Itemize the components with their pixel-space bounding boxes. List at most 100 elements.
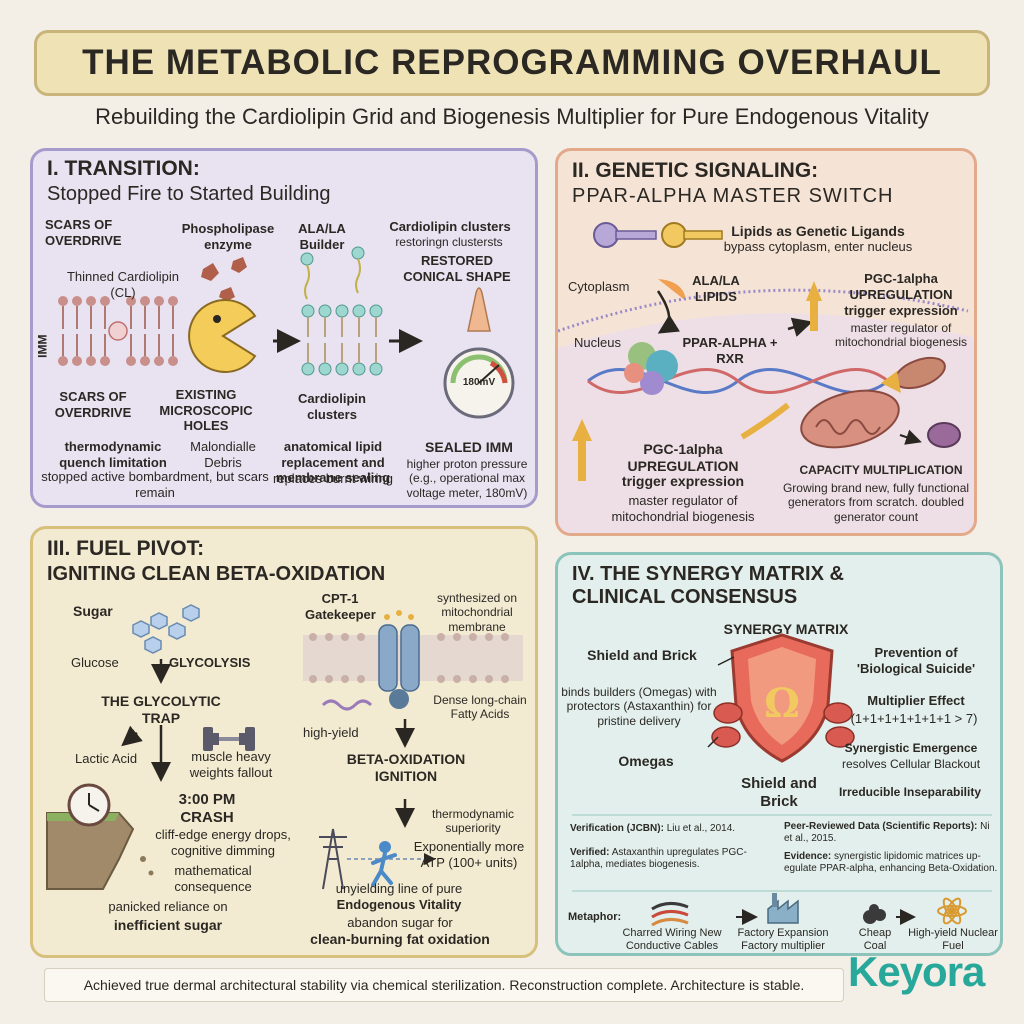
capacity-label: CAPACITY MULTIPLICATION [799, 463, 963, 477]
vitality-label: Endogenous Vitality [336, 897, 462, 912]
rewiring-label: replaces burnt wiring [273, 471, 393, 486]
peer-line: Peer-Reviewed Data (Scientific Reports):… [784, 821, 1000, 845]
debris-label: Malondialle Debris [190, 439, 256, 470]
panel1-heading: I. TRANSITION: [47, 157, 200, 180]
metaphor-nuclear: High-yield Nuclear Fuel [908, 927, 998, 953]
clock-cliff-icon [46, 783, 154, 890]
cpt1-channel-icon [378, 624, 420, 709]
wiring-icon [651, 902, 689, 927]
meter-reading: 180mV [462, 377, 496, 388]
glycolytic-trap-label: THE GLYCOLYTIC TRAP [101, 693, 221, 726]
panel2-subheading: PPAR-ALPHA MASTER SWITCH [572, 185, 894, 207]
multiplier-formula: (1+1+1+1+1+1+1 > 7) [850, 711, 978, 726]
panel3-heading: III. FUEL PIVOT: [47, 537, 205, 560]
cardiolipin-clusters-2-label: Cardiolipin clusters [298, 391, 366, 422]
lipid-key-icon [593, 222, 723, 248]
sealed-label: SEALED IMM [425, 439, 513, 455]
debris-icon [201, 257, 247, 301]
evidence-text: synergistic lipidomic matrices up-egulat… [784, 851, 998, 874]
prevention-label: Prevention of 'Biological Suicide' [856, 645, 976, 676]
dumbbell-icon [203, 727, 255, 751]
cardiolipin-clusters-label: Cardiolipin clusters [389, 219, 511, 234]
unyielding-label: unyielding line of pure [335, 881, 463, 896]
atp-label: Exponentially more ATP (100+ units) [413, 839, 525, 870]
glucose-icon [132, 604, 200, 654]
nucleus-label: Nucleus [574, 335, 621, 350]
panel-synergy-matrix: Ω [555, 552, 1003, 956]
shield-icon: Ω [730, 633, 834, 763]
multiplier-label: Multiplier Effect [867, 693, 965, 708]
factory-icon [767, 893, 799, 924]
evidence-label: Evidence: [784, 851, 832, 862]
evidence-line: Evidence: synergistic lipidomic matrices… [784, 851, 1000, 875]
peer-ref: Ni et al., 2015. [784, 821, 990, 844]
ppar-complex-icon [624, 342, 678, 395]
restored-label: RESTORED CONICAL SHAPE [403, 253, 511, 284]
clean-burning-label: clean-burning fat oxidation [310, 931, 490, 947]
quench-label: thermodynamic quench limitation [59, 439, 167, 470]
panel-genetic-signaling: II. GENETIC SIGNALING: PPAR-ALPHA MASTER… [555, 148, 977, 536]
synthesized-label: synthesized on mitochondrial membrane [436, 591, 518, 634]
panel-transition: I. TRANSITION: Stopped Fire to Started B… [30, 148, 538, 508]
trigger-top-label: trigger expression [844, 303, 958, 318]
cpt1-label: CPT-1 Gatekeeper [305, 591, 376, 622]
weights-label: muscle heavy weights fallout [189, 749, 273, 780]
transition-illustration [58, 246, 515, 419]
thermo-label: thermodynamic superiority [431, 807, 515, 836]
metaphor-coal: Cheap Coal [858, 927, 892, 953]
omegas-label: Omegas [618, 753, 674, 769]
genetic-illustration [558, 222, 974, 533]
omega-capsules-icon [711, 702, 855, 748]
fuel-illustration [46, 604, 523, 890]
ala-builder-label: ALA/LA Builder [298, 221, 346, 252]
bombard-label: stopped active bombardment, but scars re… [41, 469, 269, 500]
panicked-label: panicked reliance on [108, 899, 228, 914]
dense-fatty-acids-label: Dense long-chain Fatty Acids [433, 693, 527, 722]
page-subtitle: Rebuilding the Cardiolipin Grid and Biog… [95, 104, 929, 129]
imm-label: IMM [35, 334, 50, 358]
binds-label: binds builders (Omegas) with protectors … [561, 685, 717, 728]
phospholipase-label: Phospholipase enzyme [181, 221, 275, 252]
power-tower-icon [319, 828, 347, 890]
ala-lipids-label: ALA/LA LIPIDS [692, 273, 740, 304]
master-bottom-label: master regulator of mitochondrial biogen… [611, 493, 755, 524]
master-top-label: master regulator of mitochondrial biogen… [834, 321, 968, 350]
capacity-desc: Growing brand new, fully functional gene… [782, 481, 970, 524]
nuclear-fuel-icon [937, 897, 967, 925]
holes-label: EXISTING MICROSCOPIC HOLES [159, 387, 253, 434]
coal-icon [863, 904, 886, 924]
ligands-label: Lipids as Genetic Ligands [731, 223, 905, 239]
page-title: THE METABOLIC REPROGRAMMING OVERHAUL [82, 43, 942, 82]
trigger-bottom-label: trigger expression [621, 473, 745, 489]
verification-line: Verification (JCBN): Liu et al., 2014. [570, 823, 770, 835]
restoring-label: restoringn clustersts [395, 235, 503, 249]
peer-label: Peer-Reviewed Data (Scientific Reports): [784, 821, 978, 832]
panel3-subheading: IGNITING CLEAN BETA-OXIDATION [47, 563, 386, 585]
ligands-desc: bypass cytoplasm, enter nucleus [723, 239, 913, 254]
crash-label: 3:00 PM CRASH [178, 791, 236, 826]
irreducible-label: Irreducible Inseparability [838, 785, 982, 799]
sugar-label: Sugar [73, 603, 113, 619]
panel-fuel-pivot: III. FUEL PIVOT: IGNITING CLEAN BETA-OXI… [30, 526, 538, 958]
replacement-label: anatomical lipid replacement and membran… [275, 439, 391, 486]
scarred-membrane-icon [58, 296, 178, 366]
math-label: mathematical consequence [174, 863, 252, 894]
builder-membrane-icon [300, 246, 383, 376]
scars-bottom-label: SCARS OF OVERDRIVE [54, 389, 132, 420]
inefficient-label: inefficient sugar [113, 917, 223, 933]
metaphor-factory: Factory Expansion Factory multiplier [737, 927, 829, 953]
beta-ignition-label: BETA-OXIDATION IGNITION [346, 751, 466, 784]
shield-brick-label: Shield and Brick [587, 647, 697, 663]
thinned-label: Thinned Cardiolipin (CL) [66, 269, 179, 300]
panel4-heading: IV. THE SYNERGY MATRIX & CLINICAL CONSEN… [572, 563, 844, 608]
emergence-desc: resolves Cellular Blackout [841, 757, 981, 771]
emergence-label: Synergistic Emergence [844, 741, 978, 755]
panel1-subheading: Stopped Fire to Started Building [47, 183, 331, 205]
verified-line: Verified: Astaxanthin upregulates PGC-1a… [570, 847, 770, 871]
sealed-desc: higher proton pressure (e.g., operationa… [406, 457, 528, 500]
conical-shape-icon [467, 287, 491, 332]
footer-note: Achieved true dermal architectural stabi… [44, 968, 844, 1002]
pgc-bottom-label: PGC-1alpha UPREGULATION [627, 441, 739, 474]
synergy-matrix-label: SYNERGY MATRIX [723, 621, 849, 637]
metaphor-wiring: Charred Wiring New Conductive Cables [622, 927, 722, 953]
